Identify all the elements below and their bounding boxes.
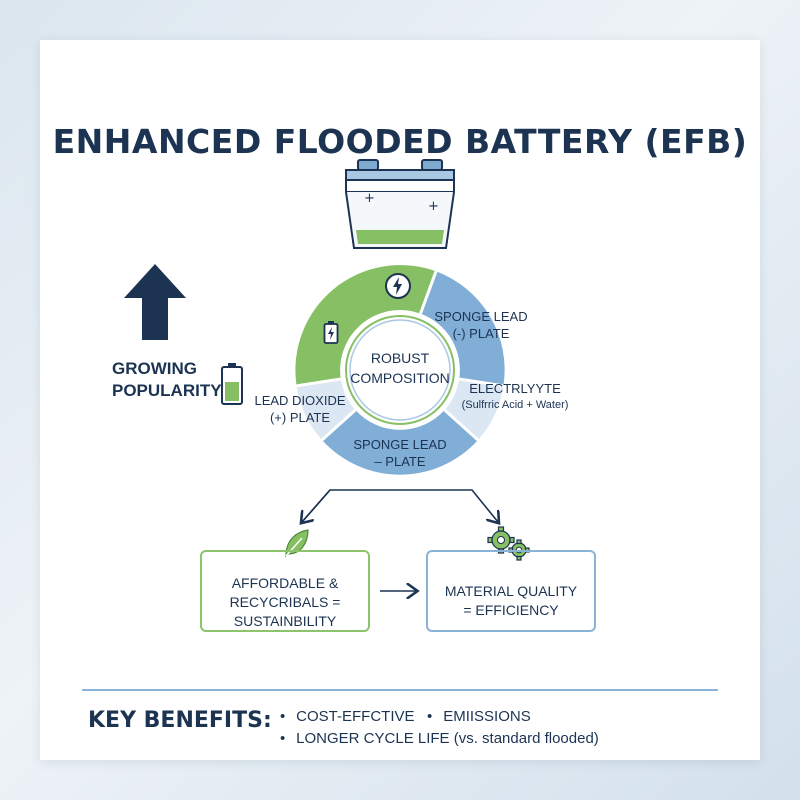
- branch-arrow-left: [302, 489, 331, 522]
- svg-text:+: +: [364, 191, 375, 206]
- growing-line1: GROWING: [112, 359, 197, 378]
- sustainability-box: AFFORDABLE & RECYCRIBALS = SUSTAINBILITY: [200, 550, 370, 632]
- benefit-item: EMIISSIONS: [443, 708, 531, 725]
- segment-3-line1: LEAD DIOXIDE: [254, 393, 346, 408]
- sustainability-line2: RECYCRIBALS =: [229, 594, 341, 610]
- segment-2-line1: SPONGE LEAD: [353, 437, 447, 452]
- connector-arrows: [40, 489, 760, 760]
- segment-label-lead-dioxide: LEAD DIOXIDE (+) PLATE: [250, 392, 350, 426]
- bullet: •: [280, 708, 286, 725]
- bullet: •: [427, 708, 433, 725]
- key-benefits-row-2: • LONGER CYCLE LIFE (vs. standard floode…: [280, 728, 599, 750]
- segment-sponge-lead-bottom: [322, 410, 478, 475]
- benefit-item: COST-EFFCTIVE: [296, 708, 415, 725]
- segment-label-sponge-lead-bottom: SPONGE LEAD – PLATE: [345, 436, 455, 470]
- efficiency-line1: MATERIAL QUALITY: [444, 583, 578, 599]
- benefit-item: LONGER CYCLE LIFE (vs. standard flooded): [296, 730, 599, 747]
- segment-0-line1: SPONGE LEAD: [434, 309, 528, 324]
- up-arrow-icon: [124, 264, 186, 340]
- branch-arrow-right: [301, 489, 498, 522]
- key-benefits-list: • COST-EFFCTIVE • EMIISSIONS • LONGER CY…: [280, 706, 599, 750]
- section-divider: [82, 689, 718, 691]
- segment-lead-dioxide-light: [296, 379, 356, 440]
- battery-icon: + +: [345, 159, 455, 249]
- segment-2-line2: – PLATE: [374, 454, 426, 469]
- battery-level-icon: [221, 363, 243, 405]
- sustainability-line1: AFFORDABLE &: [231, 575, 339, 591]
- sustainability-line3: SUSTAINBILITY: [233, 613, 337, 629]
- battery-charge-icon: [323, 321, 339, 344]
- center-line1: ROBUST: [370, 350, 430, 366]
- bullet: •: [280, 730, 286, 747]
- key-benefits-title: KEY BENEFITS:: [88, 708, 272, 733]
- infographic-card: ENHANCED FLOODED BATTERY (EFB) + + GROWI…: [40, 40, 760, 760]
- segment-label-electrolyte: ELECTRLYYTE (Sulfrric Acid + Water): [440, 380, 590, 414]
- growing-popularity-label: GROWING POPULARITY: [112, 358, 222, 402]
- svg-text:+: +: [428, 199, 439, 214]
- segment-1-line1: ELECTRLYYTE: [469, 381, 561, 396]
- center-label: ROBUST COMPOSITION: [340, 348, 460, 388]
- efficiency-line2: = EFFICIENCY: [463, 602, 559, 618]
- segment-sponge-lead-blue: [420, 271, 505, 386]
- center-line2: COMPOSITION: [350, 370, 450, 386]
- lightning-icon: [385, 273, 411, 299]
- efficiency-box: MATERIAL QUALITY = EFFICIENCY: [426, 550, 596, 632]
- segment-electrolyte-light: [444, 379, 504, 440]
- page-title: ENHANCED FLOODED BATTERY (EFB): [52, 122, 748, 161]
- leaf-icon: [285, 529, 309, 558]
- segment-1-line2: (Sulfrric Acid + Water): [461, 399, 569, 411]
- segment-0-line2: (-) PLATE: [452, 326, 510, 341]
- key-benefits-row-1: • COST-EFFCTIVE • EMIISSIONS: [280, 706, 599, 728]
- segment-label-sponge-lead-neg: SPONGE LEAD (-) PLATE: [426, 308, 536, 342]
- growing-line2: POPULARITY: [112, 381, 222, 400]
- segment-3-line2: (+) PLATE: [269, 410, 331, 425]
